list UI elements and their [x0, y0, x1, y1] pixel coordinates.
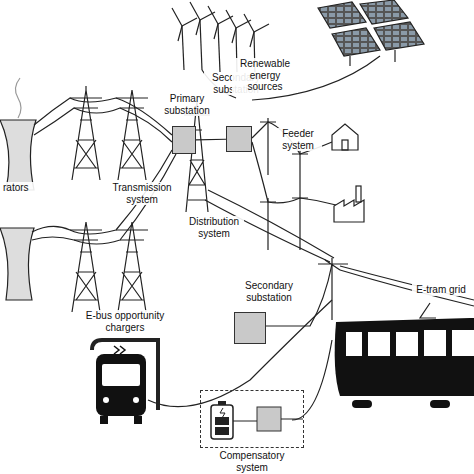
part-label: rators [2, 182, 48, 194]
node-label: Secondary substation [236, 280, 302, 303]
substation-box [226, 126, 252, 152]
part-label: Distribution system [184, 216, 244, 239]
part-label: Feeder system [274, 128, 322, 151]
node-label: Primary substation [158, 93, 216, 116]
dashed-enclosure [200, 390, 304, 448]
power-line [196, 139, 226, 141]
part-label: Transmission system [110, 182, 174, 205]
part-label: Renewable energy sources [232, 58, 298, 93]
part-label: E-tram grid [412, 284, 470, 296]
part-label: E-bus opportunity chargers [76, 310, 174, 333]
battery-and-converter [201, 391, 303, 447]
substation-box [234, 312, 266, 344]
node-label: Compensatory system [218, 450, 286, 473]
substation-box [172, 126, 196, 154]
